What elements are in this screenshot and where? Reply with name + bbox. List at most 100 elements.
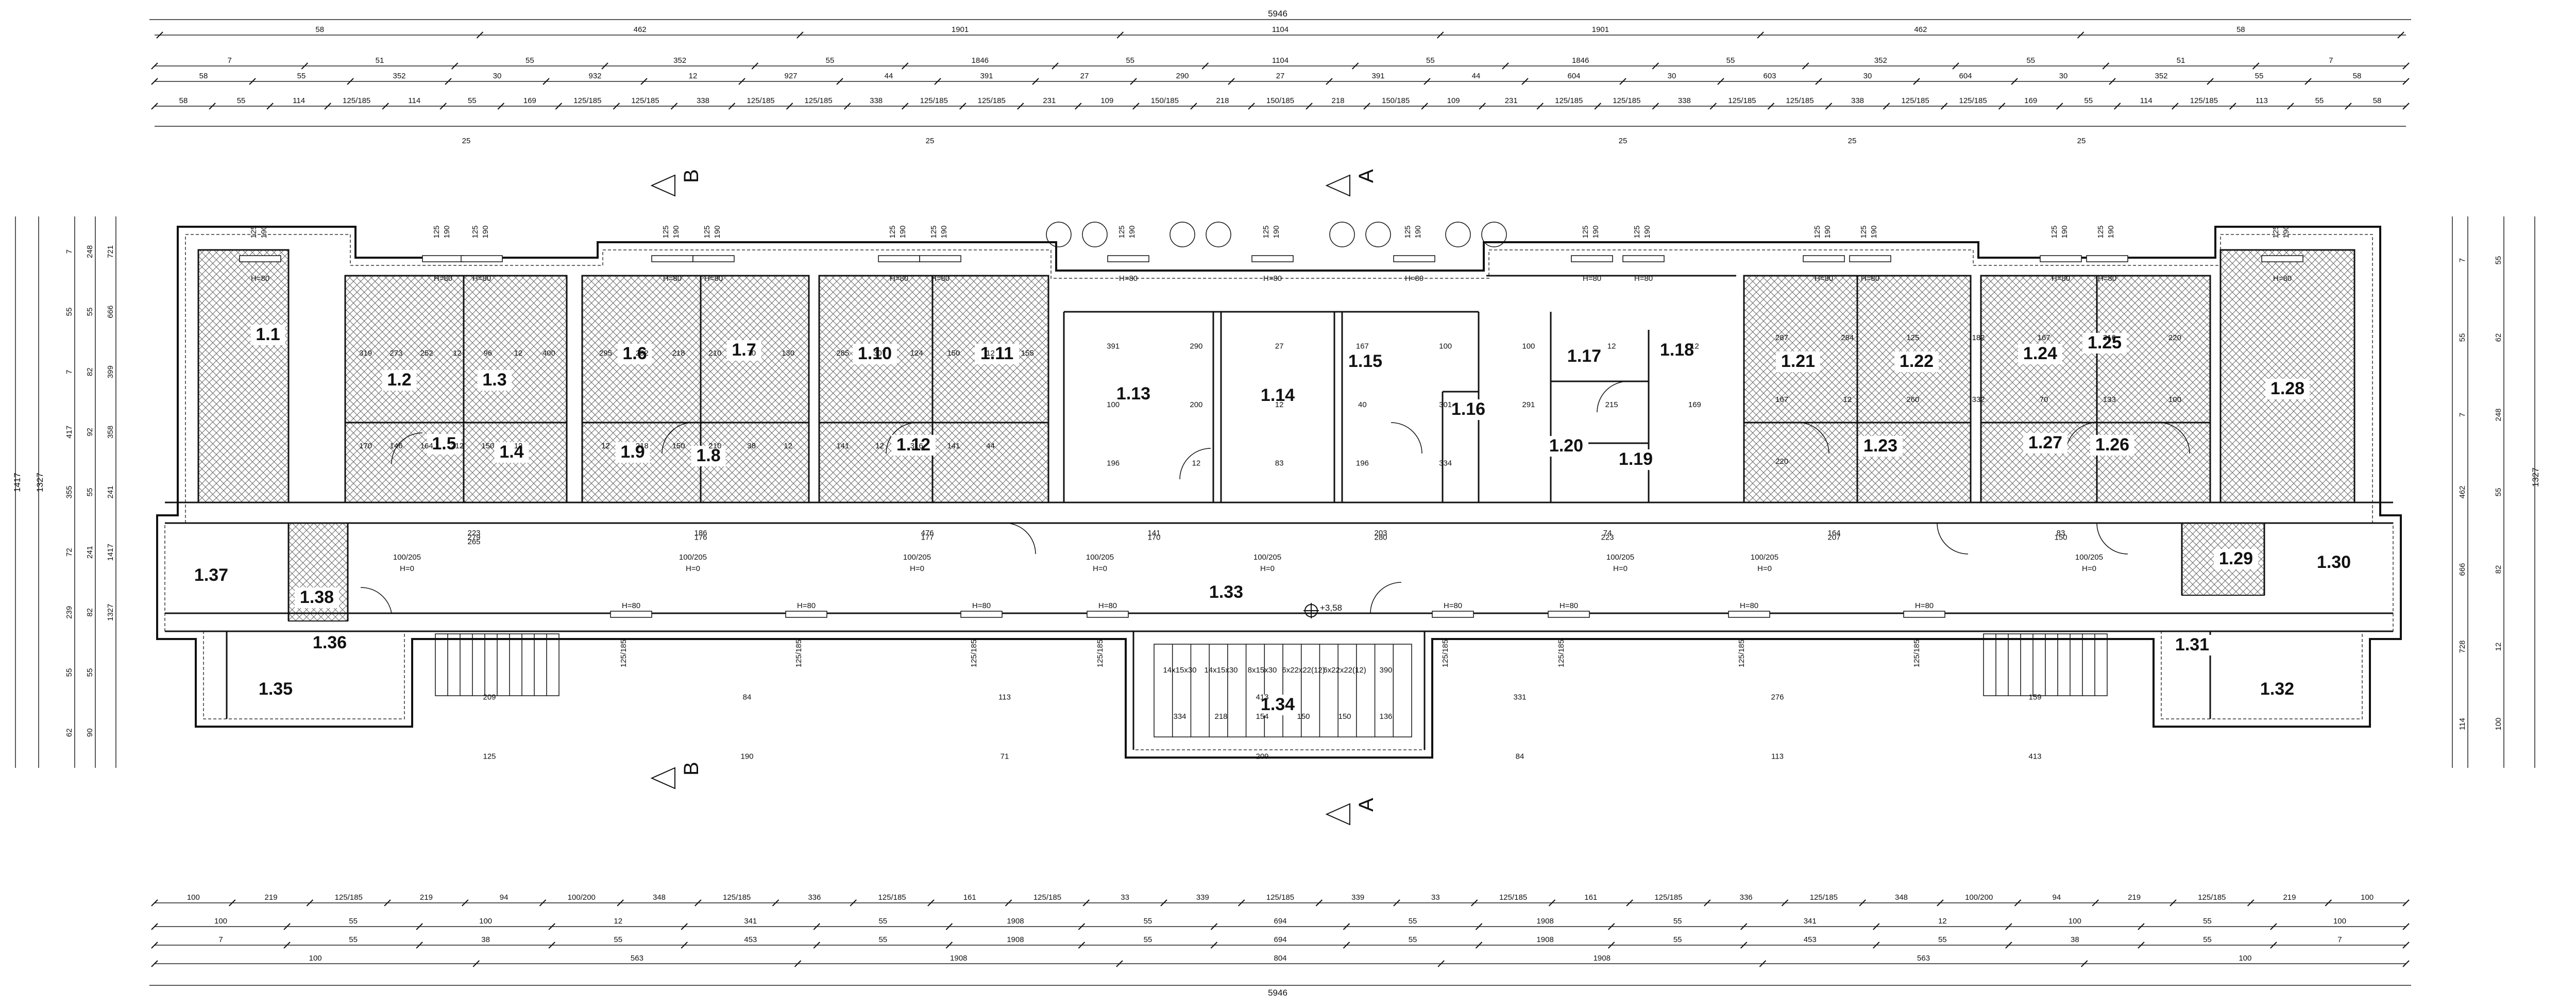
dim-label: 1846 [1572,56,1589,65]
window-height-label: H=80 [622,601,640,610]
door-height-label: H=0 [400,564,414,573]
room-label-bg [853,344,897,364]
dim-label: 339 [1351,893,1364,902]
dim-label: 462 [2458,485,2467,498]
dim-label: 666 [106,305,115,318]
interior-dim-label: 150 [1338,712,1351,721]
dim-label: 125/185 [335,893,363,902]
dim-label: 55 [1673,935,1682,944]
dim-label: 231 [1043,96,1056,105]
dim-label: 1327 [106,604,115,621]
dim-tick [2170,899,2177,906]
interior-dim-label: 74 [1603,529,1612,537]
window-mark [1622,255,1665,262]
left-overall-height-1327: 1327 [35,473,45,492]
dim-tick [2109,78,2116,85]
window-width-label: 125 [929,225,938,238]
interior-dim-label: 150 [2054,533,2067,542]
dim-tick [2172,103,2179,110]
dim-label: 55 [614,935,622,944]
window-mark [785,611,827,618]
dim-tick [1078,942,1086,949]
dim-label: 25 [2077,137,2086,145]
window-width-label: 125 [1262,225,1270,238]
dim-tick [2014,899,2022,906]
dim-tick [2287,103,2294,110]
dim-tick [555,103,563,110]
dim-tick [2247,899,2255,906]
interior-dim-label: 291 [1522,400,1535,409]
dim-label: 694 [1274,917,1286,926]
dim-tick [1940,103,1948,110]
dim-tick [497,103,505,110]
dim-tick [2252,62,2260,70]
window-mark [1571,255,1613,262]
dim-label: 125/185 [878,893,906,902]
dim-label: 125/185 [1728,96,1756,105]
dim-tick [2092,899,2099,906]
dim-tick [151,899,158,906]
dim-label: 100 [309,954,322,963]
dim-tick [1652,103,1659,110]
dim-tick [1652,62,1659,70]
dim-tick [301,62,309,70]
dim-label: 55 [297,72,306,80]
window-height-label: H=80 [251,274,269,283]
dim-tick [1781,899,1789,906]
interior-dim-label: 218 [1214,712,1227,721]
dim-label: 12 [1938,917,1947,926]
floor-area-1-1 [197,249,290,503]
window-height-label: H=80 [1815,274,1833,283]
interior-dim-label: 413 [1256,693,1268,702]
window-height-label: H=80 [1583,274,1601,283]
window-height-label-2: 190 [1643,225,1652,238]
window-height-label: H=80 [1119,274,1138,283]
window-mark [692,255,735,262]
window-height-label-2: 190 [2060,225,2069,238]
interior-dim-label: 276 [1771,693,1784,702]
dim-label: 352 [393,72,405,80]
right-overall-height-1327: 1327 [2531,467,2540,487]
dim-label: 453 [1804,935,1817,944]
window-height-label: H=80 [663,274,682,283]
dim-label: 58 [2236,25,2245,34]
dim-label: 7 [218,935,223,944]
window-size-label: 125/185 [619,640,628,667]
dim-label: 94 [500,893,509,902]
room-label-bg [1776,351,1820,372]
dim-label: 12 [689,72,698,80]
interior-dim-label: 12 [986,349,995,358]
right-dimension-chains: 7557462666728114556224855821210047241559… [2452,216,2535,768]
dim-label: 462 [634,25,647,34]
dim-tick [813,923,821,930]
window-height-label-2: 190 [940,225,948,238]
dim-label: 44 [1472,72,1481,80]
window-height-label: H=80 [1740,601,1758,610]
window-mark [422,255,464,262]
dim-label: 125/185 [747,96,774,105]
section-b-top: B [680,169,703,183]
dim-label: 666 [2458,563,2467,576]
dim-tick [751,62,759,70]
interior-dim-label: 220 [1775,457,1788,466]
dim-tick [1116,960,1123,967]
dim-label: 33 [1431,893,1440,902]
dim-label: 55 [526,56,534,65]
dim-label: 150/185 [1382,96,1410,105]
interior-dim-label: 130 [782,349,794,358]
interior-dim-label: 6x22x22(12) [1323,666,1366,675]
window-width-label: 125 [703,225,711,238]
section-markers: B A B A [650,169,1378,826]
dim-tick [1502,62,1509,70]
dim-label: 55 [2026,56,2035,65]
room-label-bg [2312,552,2356,573]
window-mark [2261,255,2303,262]
room-label-bg [253,679,298,700]
room-label-bg [494,442,529,463]
dim-tick [1201,62,1209,70]
interior-dim-label: 252 [420,349,433,358]
